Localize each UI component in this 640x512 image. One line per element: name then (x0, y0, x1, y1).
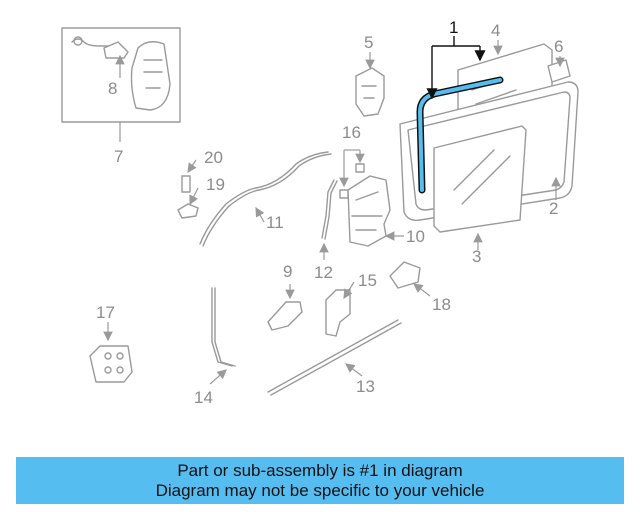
part-5 (355, 52, 385, 117)
rod-13 (267, 319, 402, 396)
callout-17: 17 (96, 303, 115, 322)
callout-18: 18 (432, 295, 451, 314)
callout-20: 20 (204, 148, 223, 167)
banner-line-2: Diagram may not be specific to your vehi… (155, 481, 485, 500)
part-16 (339, 149, 365, 199)
info-banner: Part or sub-assembly is #1 in diagram Di… (16, 457, 624, 504)
inset-frame (61, 27, 181, 123)
banner-line-1: Part or sub-assembly is #1 in diagram (177, 461, 463, 480)
callout-7: 7 (114, 147, 123, 166)
callout-12: 12 (314, 263, 333, 282)
callout-3: 3 (472, 247, 481, 266)
callout-15: 15 (358, 271, 377, 290)
callout-4: 4 (491, 21, 500, 40)
callout-13: 13 (356, 377, 375, 396)
parts-diagram: 1 2 3 4 5 6 7 8 9 10 11 12 13 14 15 16 1… (61, 18, 579, 407)
handle-housing (130, 41, 171, 111)
callout-5: 5 (364, 33, 373, 52)
part-15 (325, 281, 355, 337)
part-17 (89, 322, 133, 383)
callout-19: 19 (206, 175, 225, 194)
rod-12 (319, 179, 338, 260)
callout-2: 2 (549, 199, 558, 218)
channel-1-highlighted (416, 36, 504, 194)
strip-6 (547, 56, 571, 83)
callout-14: 14 (194, 388, 213, 407)
inset-box-7 (61, 27, 181, 142)
callout-1: 1 (449, 18, 458, 37)
callout-16: 16 (342, 123, 361, 142)
glass-3 (433, 125, 527, 250)
callout-9: 9 (283, 262, 292, 281)
part-18 (389, 261, 431, 297)
key-shape (71, 38, 119, 47)
parts-19-20 (177, 159, 199, 219)
rod-14 (209, 287, 236, 385)
callout-10: 10 (406, 227, 425, 246)
callout-11: 11 (266, 213, 284, 232)
rod-11 (199, 151, 332, 247)
callout-6: 6 (554, 37, 563, 56)
part-10 (347, 175, 404, 247)
part-9 (267, 284, 303, 331)
callout-8: 8 (108, 79, 117, 98)
lock-cylinder-8 (103, 41, 129, 59)
